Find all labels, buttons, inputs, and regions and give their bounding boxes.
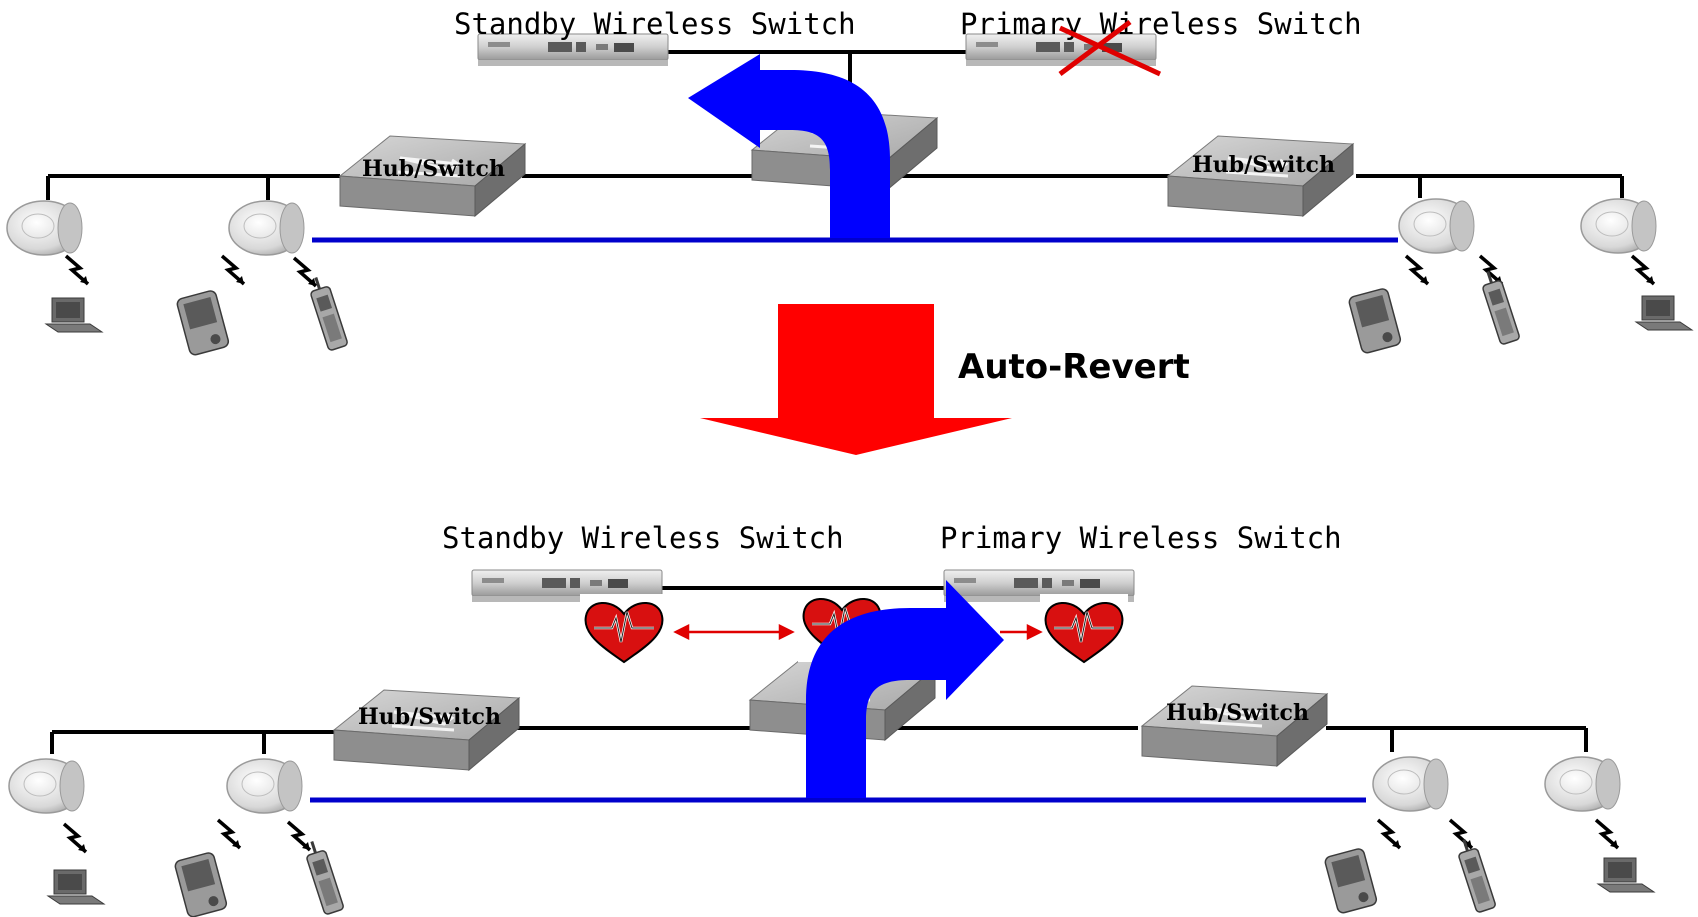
top-ap-2-icon xyxy=(228,200,305,256)
lightning-icon xyxy=(286,820,312,852)
lightning-icon xyxy=(62,822,88,854)
heartbeat-heart-icon xyxy=(578,592,670,668)
bottom-standby-label: Standby Wireless Switch xyxy=(442,521,844,555)
cellphone-icon xyxy=(308,275,350,353)
bottom-hub-right-label: Hub/Switch xyxy=(1166,700,1309,726)
top-hub-left-label: Hub/Switch xyxy=(362,156,505,182)
pda-icon xyxy=(175,288,231,357)
auto-revert-transition: Auto-Revert xyxy=(700,304,1190,455)
top-ap-3-icon xyxy=(1398,198,1475,254)
lightning-icon xyxy=(1594,818,1620,850)
cellphone-icon xyxy=(1480,269,1522,347)
lightning-icon xyxy=(220,254,246,286)
bottom-ap-4-icon xyxy=(1544,756,1621,812)
bottom-panel: Standby Wireless Switch Primary Wireless… xyxy=(8,521,1655,917)
failure-x-icon xyxy=(1058,19,1162,77)
lightning-icon xyxy=(1376,818,1402,850)
cellphone-icon xyxy=(1456,837,1498,915)
bottom-hub-right-icon xyxy=(1140,684,1329,768)
laptop-icon xyxy=(47,869,105,905)
bottom-ap-2-icon xyxy=(226,758,303,814)
lightning-icon xyxy=(64,254,90,286)
bottom-hub-left-icon xyxy=(332,688,521,772)
top-hub-right-label: Hub/Switch xyxy=(1192,152,1335,178)
pda-icon xyxy=(173,850,229,917)
top-ap-1-icon xyxy=(6,200,83,256)
lightning-icon xyxy=(1404,254,1430,286)
auto-revert-arrow-icon xyxy=(700,304,1012,455)
top-standby-label: Standby Wireless Switch xyxy=(454,7,856,41)
bottom-hub-left-label: Hub/Switch xyxy=(358,704,501,730)
top-panel: Standby Wireless Switch Primary Wireless… xyxy=(6,7,1693,357)
heartbeat-link xyxy=(673,623,1043,641)
bottom-ap-3-icon xyxy=(1372,756,1449,812)
auto-revert-caption: Auto-Revert xyxy=(958,347,1190,387)
lightning-icon xyxy=(1630,254,1656,286)
lightning-icon xyxy=(1448,818,1474,850)
laptop-icon xyxy=(45,297,103,333)
top-primary-label: Primary Wireless Switch xyxy=(960,7,1362,41)
pda-icon xyxy=(1347,286,1403,355)
heartbeat-heart-icon xyxy=(1038,592,1130,668)
pda-icon xyxy=(1323,846,1379,915)
failover-arrow-icon xyxy=(688,54,890,238)
laptop-icon xyxy=(1635,295,1693,331)
top-ap-4-icon xyxy=(1580,198,1657,254)
lightning-icon xyxy=(216,818,242,850)
revert-arrow-icon xyxy=(806,580,1004,798)
bottom-ap-1-icon xyxy=(8,758,85,814)
laptop-icon xyxy=(1597,857,1655,893)
bottom-primary-label: Primary Wireless Switch xyxy=(940,521,1342,555)
lightning-icon xyxy=(292,256,318,288)
cellphone-icon xyxy=(304,839,346,917)
bottom-wiring xyxy=(50,586,1588,754)
